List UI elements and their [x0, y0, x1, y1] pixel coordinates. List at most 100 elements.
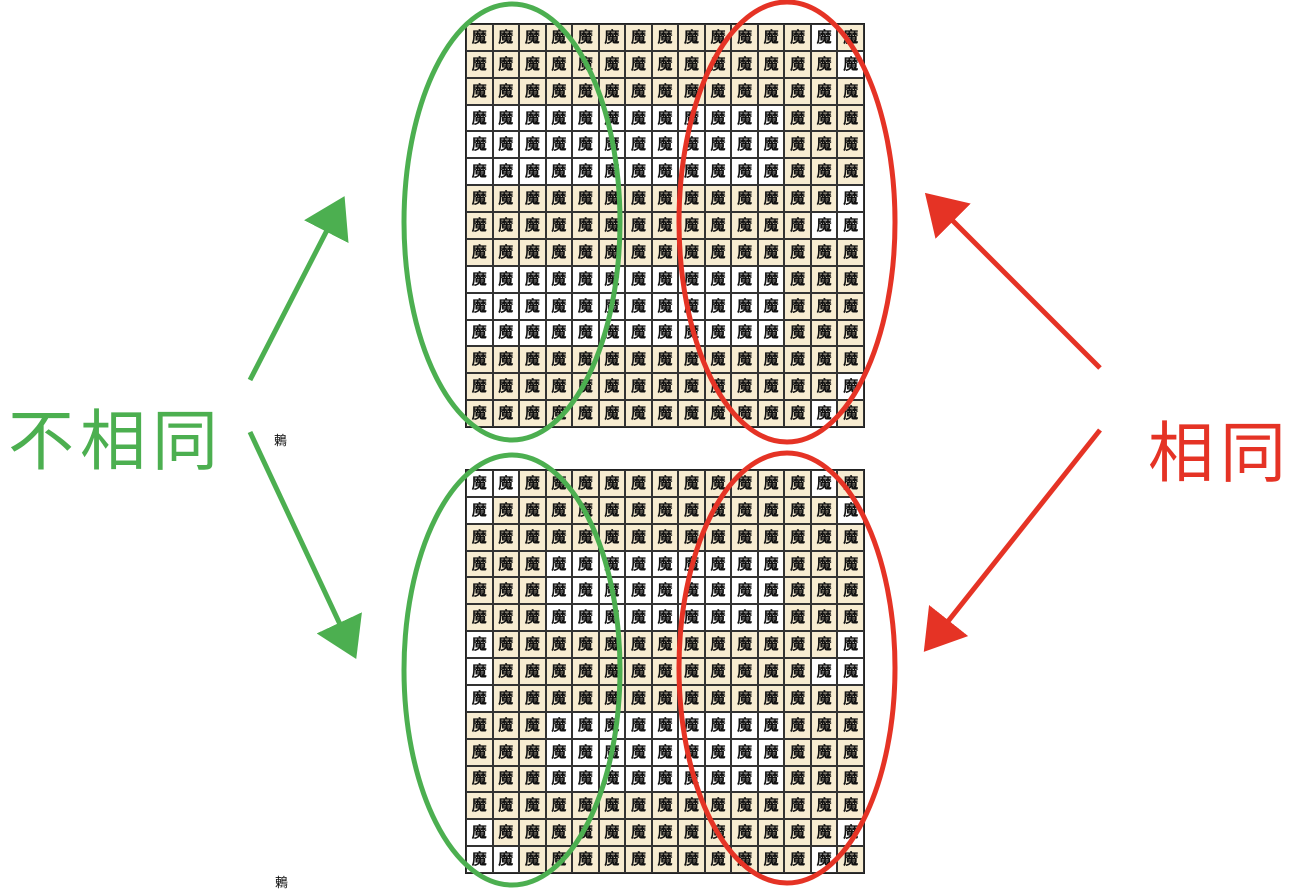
- grid-cell: 魔: [837, 577, 864, 605]
- grid-cell: 魔: [492, 846, 520, 873]
- grid-cell: 魔: [837, 104, 864, 132]
- grid-cell: 魔: [784, 346, 811, 374]
- grid-cell: 魔: [519, 738, 546, 766]
- grid-cell: 魔: [466, 470, 493, 497]
- grid-cell: 魔: [731, 373, 758, 401]
- grid-cell: 魔: [837, 212, 864, 239]
- grid-cell: 魔: [757, 400, 785, 427]
- grid-cell: 魔: [545, 24, 573, 51]
- grid-cell: 魔: [731, 319, 758, 347]
- grid-cell: 魔: [466, 765, 493, 793]
- grid-cell: 魔: [731, 550, 758, 578]
- grid-cell: 魔: [731, 346, 758, 374]
- grid-cell: 魔: [625, 631, 652, 659]
- grid-cell: 魔: [625, 158, 652, 186]
- grid-cell: 魔: [492, 523, 520, 551]
- grid-cell: 魔: [704, 131, 732, 159]
- grid-cell: 魔: [678, 265, 705, 293]
- grid-cell: 魔: [545, 212, 573, 239]
- grid-cell: 魔: [704, 631, 732, 659]
- grid-cell: 魔: [572, 496, 599, 524]
- grid-cell: 魔: [837, 50, 864, 78]
- grid-cell: 魔: [651, 738, 679, 766]
- grid-cell: 魔: [545, 319, 573, 347]
- grid-cell: 魔: [519, 684, 546, 712]
- grid-cell: 魔: [784, 684, 811, 712]
- grid-cell: 魔: [598, 550, 626, 578]
- grid-cell: 魔: [625, 373, 652, 401]
- grid-cell: 魔: [678, 470, 705, 497]
- grid-cell: 魔: [572, 292, 599, 320]
- grid-cell: 魔: [810, 373, 838, 401]
- green-arrow-up: [247, 196, 349, 382]
- grid-cell: 魔: [545, 373, 573, 401]
- grid-cell: 魔: [651, 658, 679, 685]
- grid-cell: 魔: [810, 604, 838, 632]
- upper-character-grid: 魔魔魔魔魔魔魔魔魔魔魔魔魔魔魔魔魔魔魔魔魔魔魔魔魔魔魔魔魔魔魔魔魔魔魔魔魔魔魔魔…: [465, 23, 865, 428]
- grid-cell: 魔: [678, 292, 705, 320]
- grid-cell: 魔: [598, 658, 626, 685]
- grid-cell: 魔: [810, 158, 838, 186]
- grid-cell: 魔: [492, 400, 520, 427]
- grid-cell: 魔: [704, 400, 732, 427]
- grid-cell: 魔: [731, 292, 758, 320]
- grid-cell: 魔: [651, 400, 679, 427]
- grid-cell: 魔: [810, 550, 838, 578]
- grid-cell: 魔: [810, 711, 838, 739]
- grid-cell: 魔: [784, 658, 811, 685]
- grid-cell: 魔: [837, 185, 864, 213]
- grid-cell: 魔: [598, 738, 626, 766]
- grid-cell: 魔: [625, 292, 652, 320]
- grid-cell: 魔: [731, 684, 758, 712]
- grid-cell: 魔: [704, 550, 732, 578]
- grid-cell: 魔: [625, 658, 652, 685]
- grid-cell: 魔: [678, 400, 705, 427]
- grid-cell: 魔: [837, 765, 864, 793]
- grid-cell: 魔: [466, 523, 493, 551]
- grid-cell: 魔: [810, 470, 838, 497]
- grid-cell: 魔: [837, 846, 864, 873]
- grid-cell: 魔: [466, 373, 493, 401]
- grid-cell: 魔: [784, 631, 811, 659]
- grid-cell: 魔: [810, 292, 838, 320]
- grid-cell: 魔: [625, 185, 652, 213]
- grid-cell: 魔: [678, 604, 705, 632]
- grid-cell: 魔: [784, 765, 811, 793]
- grid-cell: 魔: [466, 319, 493, 347]
- grid-cell: 魔: [810, 50, 838, 78]
- grid-cell: 魔: [572, 577, 599, 605]
- grid-cell: 魔: [598, 711, 626, 739]
- grid-cell: 魔: [651, 50, 679, 78]
- grid-cell: 魔: [598, 819, 626, 847]
- grid-cell: 魔: [466, 792, 493, 820]
- grid-cell: 魔: [625, 131, 652, 159]
- grid-cell: 魔: [492, 658, 520, 685]
- grid-cell: 魔: [704, 212, 732, 239]
- grid-cell: 魔: [651, 470, 679, 497]
- grid-cell: 魔: [651, 631, 679, 659]
- grid-cell: 魔: [492, 711, 520, 739]
- grid-cell: 魔: [545, 185, 573, 213]
- grid-cell: 魔: [704, 185, 732, 213]
- grid-cell: 魔: [837, 400, 864, 427]
- grid-cell: 魔: [598, 292, 626, 320]
- grid-cell: 魔: [757, 24, 785, 51]
- grid-cell: 魔: [625, 523, 652, 551]
- grid-cell: 魔: [492, 24, 520, 51]
- grid-cell: 魔: [651, 185, 679, 213]
- grid-cell: 魔: [731, 523, 758, 551]
- grid-cell: 魔: [837, 265, 864, 293]
- grid-cell: 魔: [466, 658, 493, 685]
- grid-cell: 魔: [837, 792, 864, 820]
- grid-cell: 魔: [757, 658, 785, 685]
- grid-cell: 魔: [757, 185, 785, 213]
- grid-cell: 魔: [837, 470, 864, 497]
- grid-cell: 魔: [545, 104, 573, 132]
- grid-cell: 魔: [757, 104, 785, 132]
- grid-cell: 魔: [704, 158, 732, 186]
- grid-cell: 魔: [572, 158, 599, 186]
- grid-cell: 魔: [731, 846, 758, 873]
- grid-cell: 魔: [625, 604, 652, 632]
- lower-character-grid: 魔魔魔魔魔魔魔魔魔魔魔魔魔魔魔魔魔魔魔魔魔魔魔魔魔魔魔魔魔魔魔魔魔魔魔魔魔魔魔魔…: [465, 469, 865, 874]
- grid-cell: 魔: [678, 738, 705, 766]
